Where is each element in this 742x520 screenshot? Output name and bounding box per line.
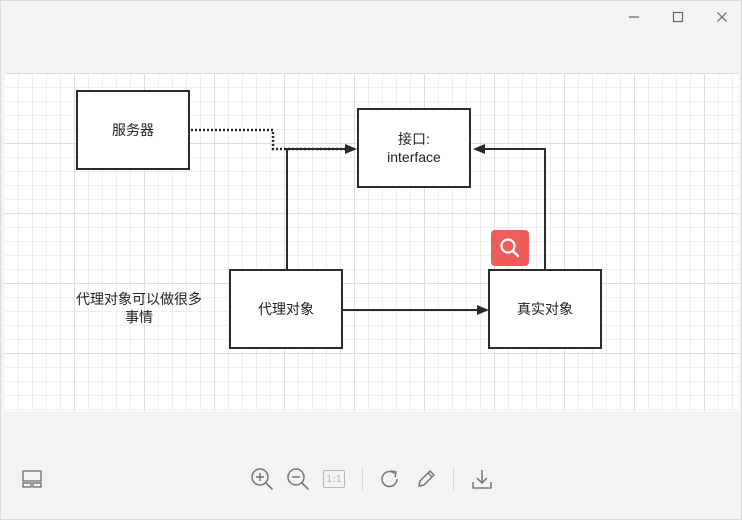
arrowhead-real-interface [473,144,485,154]
diagram-note-line-2: 事情 [125,309,153,325]
bottom-toolbar: 1:1 [1,461,742,501]
search-badge[interactable] [491,230,529,266]
node-interface-label-2: interface [387,149,441,165]
maximize-icon [672,11,684,23]
search-icon [500,238,520,258]
download-button[interactable] [467,464,497,494]
close-icon [717,12,727,22]
zoom-in-icon [251,468,273,490]
arrowhead-proxy-real [477,305,489,315]
diagram-note-line-1: 代理对象可以做很多 [76,291,202,307]
minimize-button[interactable] [619,5,649,29]
download-icon [472,470,492,489]
layout-icon [22,470,42,488]
connector-real-interface [485,148,546,269]
node-proxy-label: 代理对象 [258,301,314,317]
edit-button[interactable] [411,464,441,494]
connector-proxy-interface [286,148,345,270]
node-interface: 接口: interface [357,108,471,188]
zoom-in-button[interactable] [247,464,277,494]
maximize-button[interactable] [663,5,693,29]
actual-size-button[interactable]: 1:1 [319,464,349,494]
close-button[interactable] [707,5,737,29]
toolbar-divider [362,468,363,490]
zoom-out-button[interactable] [283,464,313,494]
node-server-label: 服务器 [112,122,154,138]
pencil-icon [418,470,435,487]
node-real-label: 真实对象 [517,301,573,317]
rotate-button[interactable] [375,464,405,494]
diagram-connectors [191,128,546,315]
node-proxy: 代理对象 [229,269,343,349]
minimize-icon [629,16,639,18]
node-real: 真实对象 [488,269,602,349]
image-canvas[interactable]: 服务器 接口: interface 代理对象 真实对象 代理对象可以做很多 事情 [5,73,739,411]
layout-toggle-button[interactable] [17,464,47,494]
connector-server-interface [191,128,355,151]
arrowhead-server-interface [345,144,357,154]
node-server: 服务器 [76,90,190,170]
actual-size-label: 1:1 [323,470,345,488]
zoom-out-icon [287,468,309,490]
diagram-note: 代理对象可以做很多 事情 [69,290,209,326]
toolbar-divider [453,468,454,490]
node-interface-label-1: 接口: [398,131,430,147]
rotate-icon [381,470,398,488]
title-bar [1,1,742,35]
